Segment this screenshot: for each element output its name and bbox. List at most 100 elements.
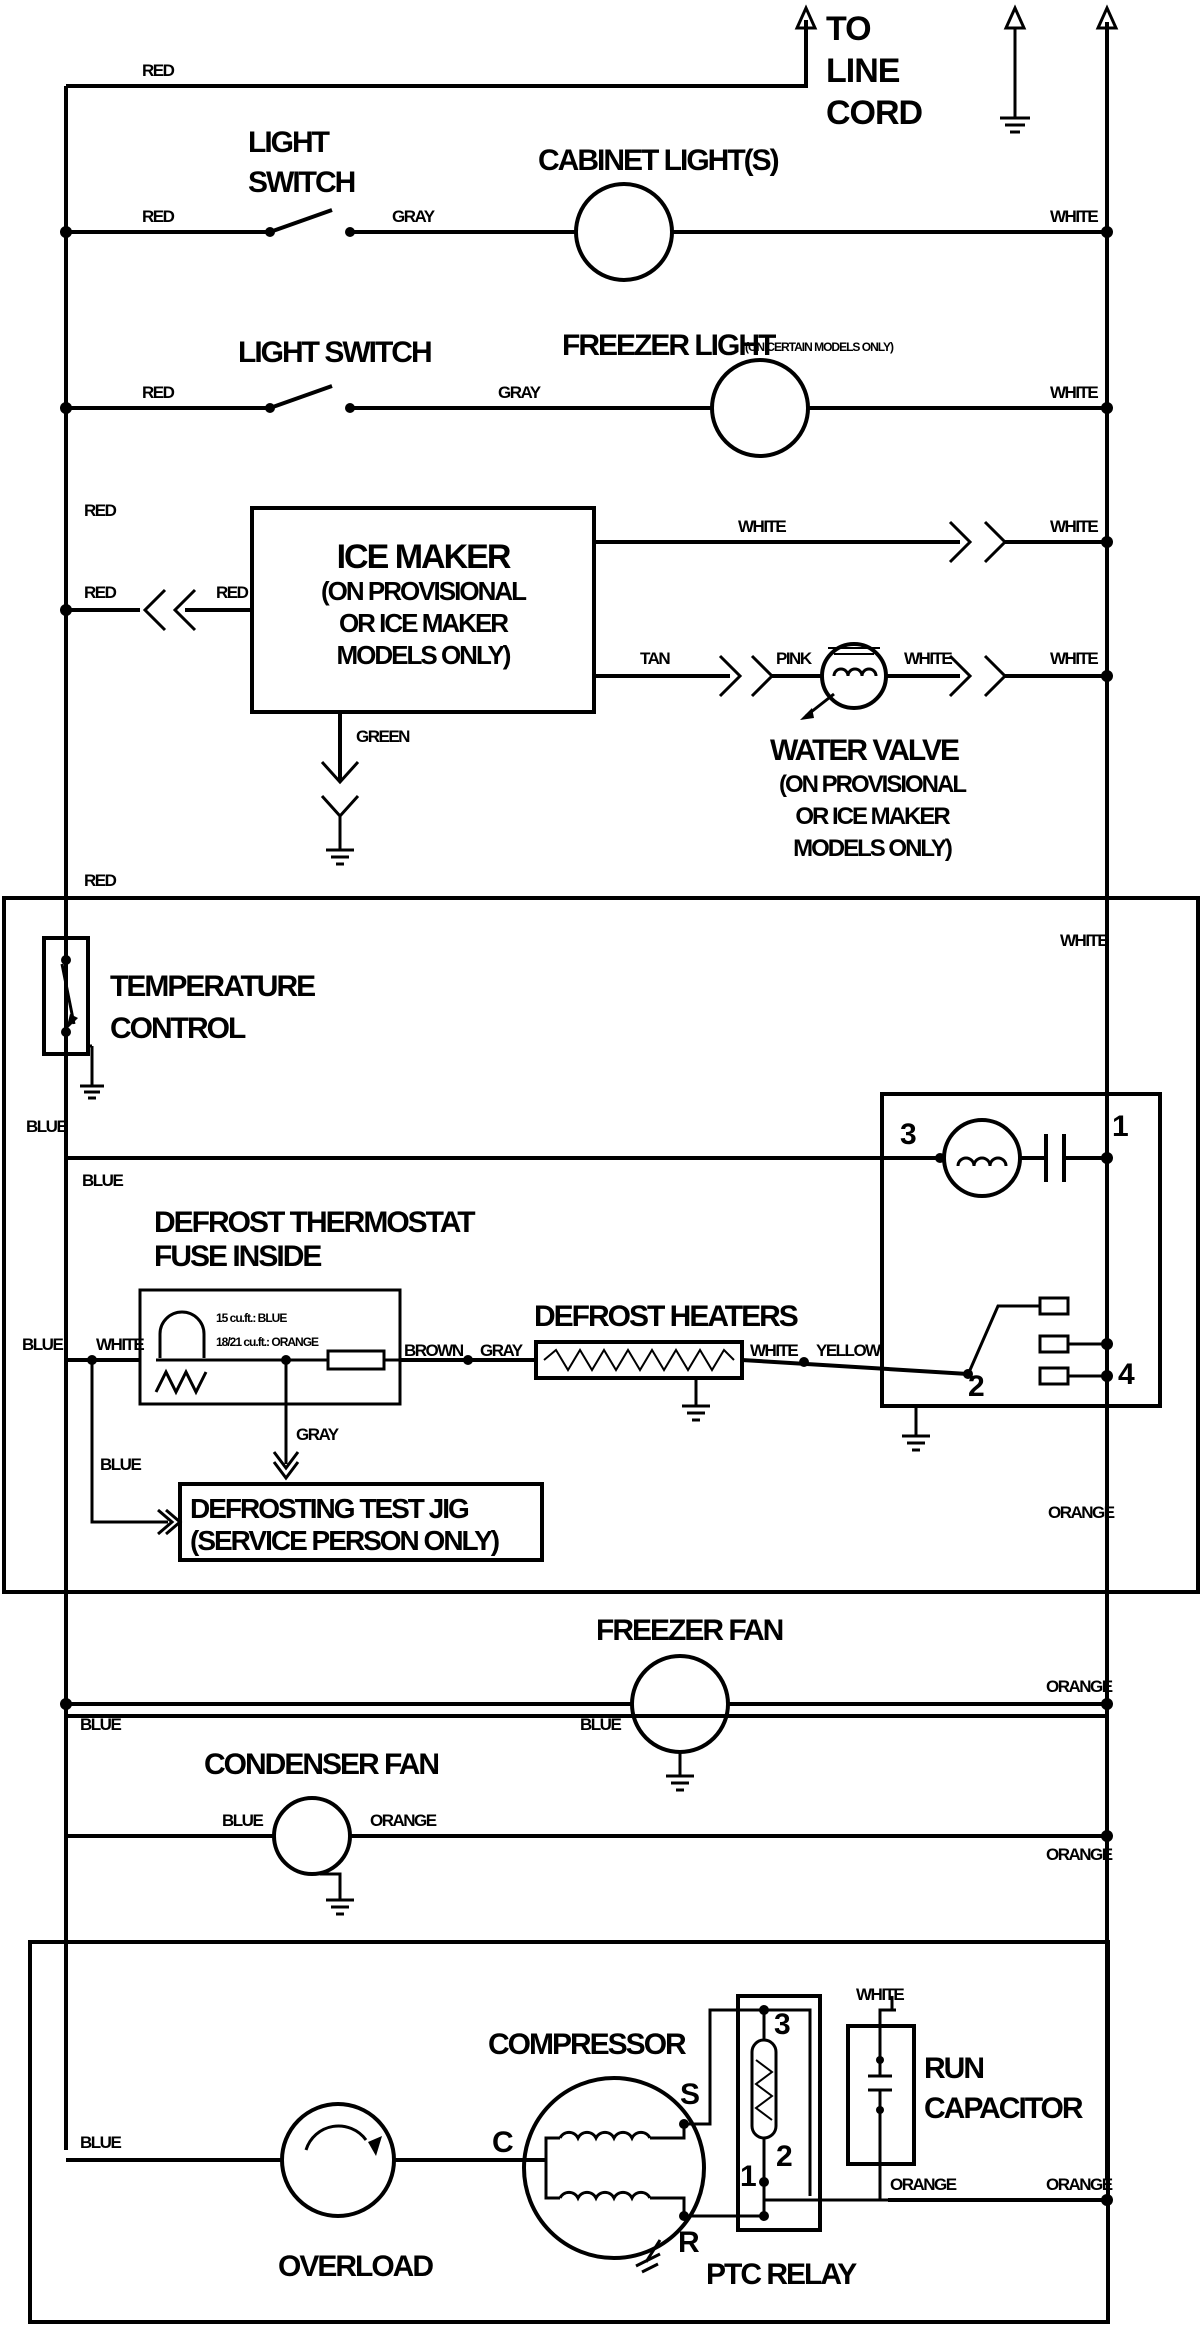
condenser-fan-label: CONDENSER FAN (204, 1748, 438, 1781)
svg-text:OR ICE MAKER: OR ICE MAKER (795, 803, 950, 830)
water-valve-label: WATER VALVE (770, 734, 959, 767)
freezer-light-note: (ON CERTAIN MODELS ONLY) (745, 340, 894, 354)
temperature-control-label: TEMPERATURE (110, 970, 315, 1003)
defrost-thermostat-label: DEFROST THERMOSTAT (154, 1206, 475, 1239)
svg-text:3: 3 (774, 2008, 790, 2041)
svg-text:ORANGE: ORANGE (1046, 2175, 1113, 2194)
freezer-section-box (2, 896, 1200, 1594)
freezer-fan: FREEZER FAN ORANGE BLUE (60, 1614, 1114, 1792)
svg-text:ORANGE: ORANGE (370, 1811, 437, 1830)
ptc-relay-box (736, 1994, 822, 2232)
temperature-control: TEMPERATURE CONTROL BLUE (26, 936, 317, 1136)
svg-text:4: 4 (1118, 1358, 1135, 1391)
svg-text:BLUE: BLUE (222, 1811, 263, 1830)
compressor-icon (522, 2076, 706, 2260)
svg-text:2: 2 (776, 2140, 792, 2173)
wire-white-section: WHITE (1060, 931, 1108, 950)
svg-text:WHITE: WHITE (738, 517, 786, 536)
light-switch-label: LIGHT (248, 126, 330, 159)
test-jig-box (178, 1482, 544, 1562)
svg-text:PINK: PINK (776, 649, 813, 668)
svg-text:BLUE: BLUE (82, 1171, 123, 1190)
svg-text:BLUE: BLUE (100, 1455, 141, 1474)
overload-label: OVERLOAD (278, 2250, 433, 2283)
freezer-light-label: FREEZER LIGHT (562, 329, 776, 362)
svg-text:TO: TO (826, 10, 871, 48)
ice-maker-box (250, 506, 596, 714)
condenser-fan-icon (272, 1796, 352, 1876)
compressor-section-box (28, 1940, 1110, 2324)
svg-text:RED: RED (84, 501, 117, 520)
svg-text:WHITE: WHITE (1050, 517, 1098, 536)
freezer-light-row: RED GRAY WHITE LIGHT SWITCH FREEZER LIGH… (60, 329, 1113, 458)
compressor-label: COMPRESSOR (488, 2028, 687, 2061)
run-capacitor-label: RUN (924, 2052, 983, 2085)
svg-text:(ON PROVISIONAL: (ON PROVISIONAL (321, 576, 527, 606)
svg-text:TAN: TAN (640, 649, 670, 668)
svg-text:LINE: LINE (826, 52, 900, 90)
svg-text:SWITCH: SWITCH (248, 166, 355, 199)
svg-text:BLUE: BLUE (22, 1335, 63, 1354)
test-jig-label: DEFROSTING TEST JIG (190, 1493, 469, 1524)
light-switch-2-label: LIGHT SWITCH (238, 336, 431, 369)
svg-text:YELLOW: YELLOW (816, 1341, 882, 1360)
svg-text:MODELS ONLY): MODELS ONLY) (793, 835, 952, 862)
svg-text:WHITE: WHITE (856, 1985, 904, 2004)
freezer-fan-icon (630, 1654, 730, 1754)
svg-text:GRAY: GRAY (498, 383, 542, 402)
svg-text:WHITE: WHITE (1050, 207, 1098, 226)
cabinet-light-row: RED GRAY WHITE LIGHT SWITCH CABINET LIGH… (60, 126, 1113, 282)
svg-text:BLUE: BLUE (580, 1715, 621, 1734)
svg-text:(ON PROVISIONAL: (ON PROVISIONAL (779, 771, 966, 798)
svg-text:S: S (680, 2078, 699, 2111)
svg-text:GRAY: GRAY (392, 207, 436, 226)
svg-text:BLUE: BLUE (26, 1117, 67, 1136)
ptc-relay-label: PTC RELAY (706, 2258, 857, 2291)
svg-text:OR ICE MAKER: OR ICE MAKER (339, 608, 509, 638)
overload-icon (280, 2102, 396, 2218)
line-cord-label: TO LINE CORD (826, 10, 924, 132)
svg-text:C: C (492, 2126, 513, 2159)
neutral-arrow (1095, 4, 1119, 30)
svg-text:ORANGE: ORANGE (1046, 1677, 1113, 1696)
svg-text:R: R (678, 2226, 700, 2259)
svg-text:ORANGE: ORANGE (1046, 1845, 1113, 1864)
svg-text:GRAY: GRAY (296, 1425, 340, 1444)
svg-text:GRAY: GRAY (480, 1341, 524, 1360)
svg-text:2: 2 (968, 1370, 984, 1403)
condenser-fan: BLUE CONDENSER FAN BLUE ORANGE ORANGE (66, 1714, 1114, 1916)
svg-text:BROWN: BROWN (404, 1341, 464, 1360)
svg-text:RED: RED (84, 583, 117, 602)
svg-text:CAPACITOR: CAPACITOR (924, 2092, 1084, 2125)
defrost-heaters-label: DEFROST HEATERS (534, 1300, 798, 1333)
line-cord-feed (66, 20, 808, 88)
wire-red-section: RED (84, 871, 117, 890)
svg-text:CONTROL: CONTROL (110, 1012, 246, 1045)
svg-text:WHITE: WHITE (750, 1341, 798, 1360)
svg-text:ORANGE: ORANGE (890, 2175, 957, 2194)
svg-text:BLUE: BLUE (80, 1715, 121, 1734)
svg-text:CORD: CORD (826, 94, 923, 132)
svg-text:1: 1 (1112, 1110, 1128, 1143)
ice-maker: RED RED RED ICE MAKER (ON PROVISIONAL OR… (60, 501, 1113, 866)
svg-text:RED: RED (142, 207, 175, 226)
svg-text:WHITE: WHITE (904, 649, 952, 668)
svg-text:WHITE: WHITE (1050, 383, 1098, 402)
defrost-heater-icon (534, 1340, 744, 1380)
light-switch-2-icon (269, 384, 333, 410)
svg-text:WHITE: WHITE (1050, 649, 1098, 668)
svg-text:ORANGE: ORANGE (1048, 1503, 1115, 1522)
fuse-note-2: 18/21 cu.ft.: ORANGE (216, 1335, 319, 1349)
svg-text:RED: RED (142, 383, 175, 402)
svg-text:RED: RED (216, 583, 249, 602)
cabinet-light-icon (574, 182, 674, 282)
svg-text:(SERVICE PERSON ONLY): (SERVICE PERSON ONLY) (190, 1525, 499, 1556)
svg-text:1: 1 (740, 2160, 756, 2193)
svg-text:WHITE: WHITE (96, 1335, 144, 1354)
fuse-icon (326, 1349, 386, 1371)
freezer-fan-label: FREEZER FAN (596, 1614, 783, 1647)
fuse-note-1: 15 cu.ft.: BLUE (216, 1311, 287, 1325)
wire-red-top: RED (142, 61, 175, 80)
defrost-timer: 3 1 BLUE 2 4 (66, 1092, 1162, 1452)
